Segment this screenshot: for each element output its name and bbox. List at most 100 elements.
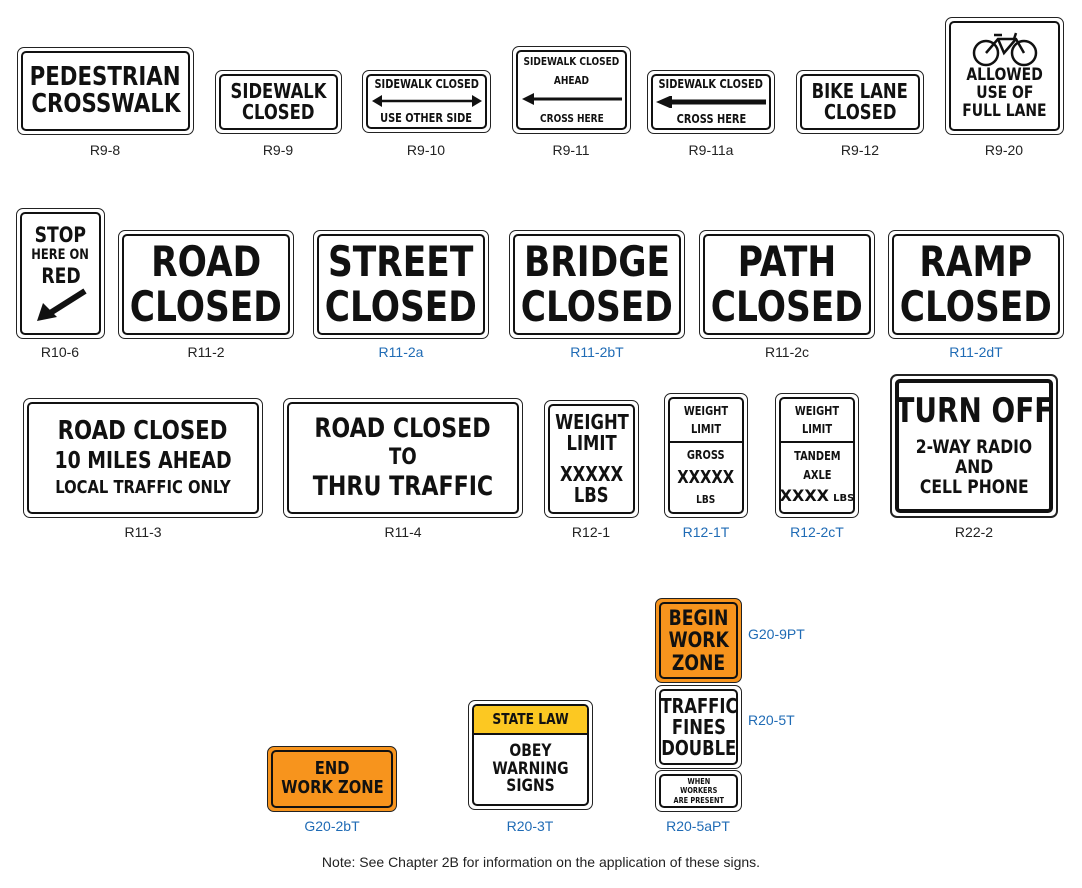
sign-r12-1t: WEIGHT LIMIT GROSS XXXXX LBS: [664, 393, 748, 518]
sign-text: BIKE LANE: [811, 79, 909, 103]
sign-text: SIDEWALK CLOSED: [523, 54, 620, 68]
state-law-header: STATE LAW: [474, 706, 587, 735]
sign-text: CROSS HERE: [539, 111, 604, 125]
sign-text: WORK: [668, 628, 729, 653]
sign-code-label: R12-1: [571, 524, 611, 540]
sign-text: PEDESTRIAN: [29, 61, 182, 92]
sign-code-label: R9-12: [840, 142, 880, 158]
sign-text: TRAFFIC: [659, 693, 738, 718]
sign-r9-10: SIDEWALK CLOSED USE OTHER SIDE: [362, 70, 491, 133]
sign-r10-6: STOP HERE ON RED: [16, 208, 105, 339]
sign-r20-5t: TRAFFIC FINES DOUBLE: [655, 685, 742, 769]
sign-g20-9pt: BEGIN WORK ZONE: [655, 598, 742, 683]
sign-code-label: G20-9PT: [748, 626, 805, 642]
sign-text: CLOSED: [520, 281, 674, 331]
sign-text: SIDEWALK CLOSED: [374, 77, 479, 92]
sign-text: ARE PRESENT: [673, 795, 724, 805]
sign-text: OBEY: [509, 740, 552, 761]
sign-r20-3t: STATE LAW OBEY WARNING SIGNS: [468, 700, 593, 810]
sign-text: XXXXX: [559, 462, 624, 486]
sign-text: SIDEWALK: [230, 79, 327, 103]
sign-text: 10 MILES AHEAD: [54, 448, 232, 475]
sign-r12-1: WEIGHT LIMIT XXXXX LBS: [544, 400, 639, 518]
sign-text: ZONE: [671, 650, 726, 675]
sign-text: FULL LANE: [962, 100, 1047, 121]
sign-text: LIMIT: [690, 421, 722, 436]
sign-text: PATH: [737, 237, 837, 287]
sign-r11-2a: STREET CLOSED: [313, 230, 489, 339]
sign-text: WORKERS: [679, 786, 718, 796]
sign-text: ALLOWED: [966, 65, 1043, 86]
sign-r9-11: SIDEWALK CLOSED AHEAD CROSS HERE: [512, 46, 631, 134]
sign-r20-5apt: WHEN WORKERS ARE PRESENT: [655, 770, 742, 812]
sign-code-label: R20-3T: [506, 818, 554, 834]
sign-text: STOP: [34, 223, 87, 248]
sign-text: TO: [389, 445, 417, 471]
sign-g20-2bt: END WORK ZONE: [267, 746, 397, 812]
sign-text: CLOSED: [129, 281, 283, 331]
sign-code-label: R9-11a: [688, 142, 734, 158]
sign-code-label: R12-1T: [682, 524, 730, 540]
sign-text: AXLE: [802, 468, 832, 483]
sign-code-label: R11-2: [187, 344, 225, 360]
sign-text: LIMIT: [566, 431, 617, 455]
sign-text: CLOSED: [324, 281, 478, 331]
sign-text: BEGIN: [668, 606, 729, 631]
sign-divider: [781, 441, 853, 443]
sign-divider: [670, 441, 742, 443]
sign-r11-4: ROAD CLOSED TO THRU TRAFFIC: [283, 398, 523, 518]
sign-text: HERE ON: [31, 247, 90, 264]
sign-r12-2ct: WEIGHT LIMIT TANDEM AXLE XXXX LBS: [775, 393, 859, 518]
sign-text: TANDEM: [793, 448, 841, 463]
sign-code-label: R11-2c: [764, 344, 810, 360]
sign-text: XXXXX: [677, 466, 735, 488]
sign-text: WEIGHT: [794, 403, 840, 418]
sign-r22-2: TURN OFF 2-WAY RADIO AND CELL PHONE: [890, 374, 1058, 518]
sign-code-label: R11-2bT: [570, 344, 624, 360]
sign-text: WARNING: [492, 758, 569, 779]
sign-code-label: R9-20: [984, 142, 1024, 158]
sign-text: ROAD: [150, 237, 262, 287]
sign-text: CLOSED: [899, 281, 1053, 331]
sign-text: CELL PHONE: [919, 475, 1029, 498]
sign-text: WORK ZONE: [280, 777, 384, 798]
sign-r9-12: BIKE LANE CLOSED: [796, 70, 924, 134]
sign-text: LBS: [574, 483, 609, 507]
sign-text: CLOSED: [242, 100, 315, 124]
sign-text: LIMIT: [801, 421, 833, 436]
sign-text: CROSS HERE: [676, 111, 746, 126]
sign-text: LBS: [696, 492, 716, 506]
down-left-arrow-icon: [36, 288, 87, 321]
sign-code-label: R9-9: [262, 142, 294, 158]
sign-text: ROAD CLOSED: [58, 415, 228, 446]
sign-r11-3: ROAD CLOSED 10 MILES AHEAD LOCAL TRAFFIC…: [23, 398, 263, 518]
left-arrow-icon: [521, 93, 622, 106]
sign-r11-2bt: BRIDGE CLOSED: [509, 230, 685, 339]
sign-r11-2dt: RAMP CLOSED: [888, 230, 1064, 339]
sign-text: XXXX: [779, 486, 829, 506]
sign-code-label: R11-2dT: [949, 344, 1003, 360]
sign-text: CLOSED: [823, 100, 897, 124]
sign-r9-11a: SIDEWALK CLOSED CROSS HERE: [647, 70, 775, 134]
sign-text: THRU TRAFFIC: [312, 470, 494, 502]
sign-text: GROSS: [687, 448, 725, 463]
sign-text: DOUBLE: [660, 735, 737, 760]
sign-text: ROAD CLOSED: [314, 413, 492, 445]
sign-text: STREET: [328, 237, 474, 287]
sign-text: CROSSWALK: [30, 89, 181, 119]
sign-text: RAMP: [919, 237, 1033, 287]
sign-text: 2-WAY RADIO: [915, 435, 1033, 458]
sign-text: STATE LAW: [492, 709, 569, 728]
sign-code-label: R9-11: [552, 142, 590, 158]
sign-r9-9: SIDEWALK CLOSED: [215, 70, 342, 134]
sign-text: SIDEWALK CLOSED: [658, 77, 764, 92]
sign-r11-2c: PATH CLOSED: [699, 230, 875, 339]
sign-text: WEIGHT: [683, 403, 729, 418]
sign-text: AND: [954, 455, 994, 478]
sign-code-label: R12-2cT: [790, 524, 844, 540]
sign-code-label: R11-3: [124, 524, 162, 540]
double-arrow-icon: [371, 95, 482, 108]
sign-code-label: R10-6: [40, 344, 80, 360]
sign-text: LBS: [833, 493, 855, 505]
sign-text: LOCAL TRAFFIC ONLY: [55, 477, 231, 499]
